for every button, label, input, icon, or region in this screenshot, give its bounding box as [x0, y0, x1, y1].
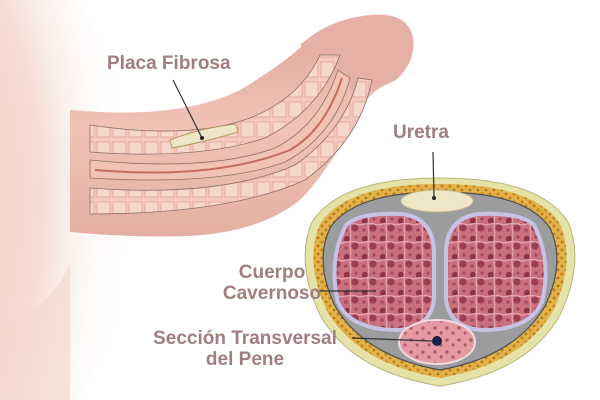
leader-placa-fibrosa [172, 79, 203, 139]
penis-longitudinal [70, 14, 414, 237]
label-seccion-line1: Sección Transversal [153, 328, 337, 349]
label-cuerpo-line1: Cuerpo [238, 262, 306, 283]
leader-uretra [432, 151, 435, 199]
label-cuerpo-cavernoso: Cuerpo Cavernoso [222, 262, 322, 304]
label-uretra: Uretra [393, 122, 449, 143]
label-seccion-line2: del Pene [205, 349, 285, 370]
leader-seccion-transversal [351, 337, 433, 342]
penis-cross-section [304, 177, 576, 387]
label-cuerpo-line2: Cavernoso [222, 283, 322, 304]
uretra-region [400, 189, 474, 213]
body-background [0, 0, 130, 400]
label-placa-fibrosa: Placa Fibrosa [107, 53, 231, 74]
fibrous-plaque [169, 123, 239, 149]
label-seccion-transversal: Sección Transversal del Pene [140, 328, 350, 370]
